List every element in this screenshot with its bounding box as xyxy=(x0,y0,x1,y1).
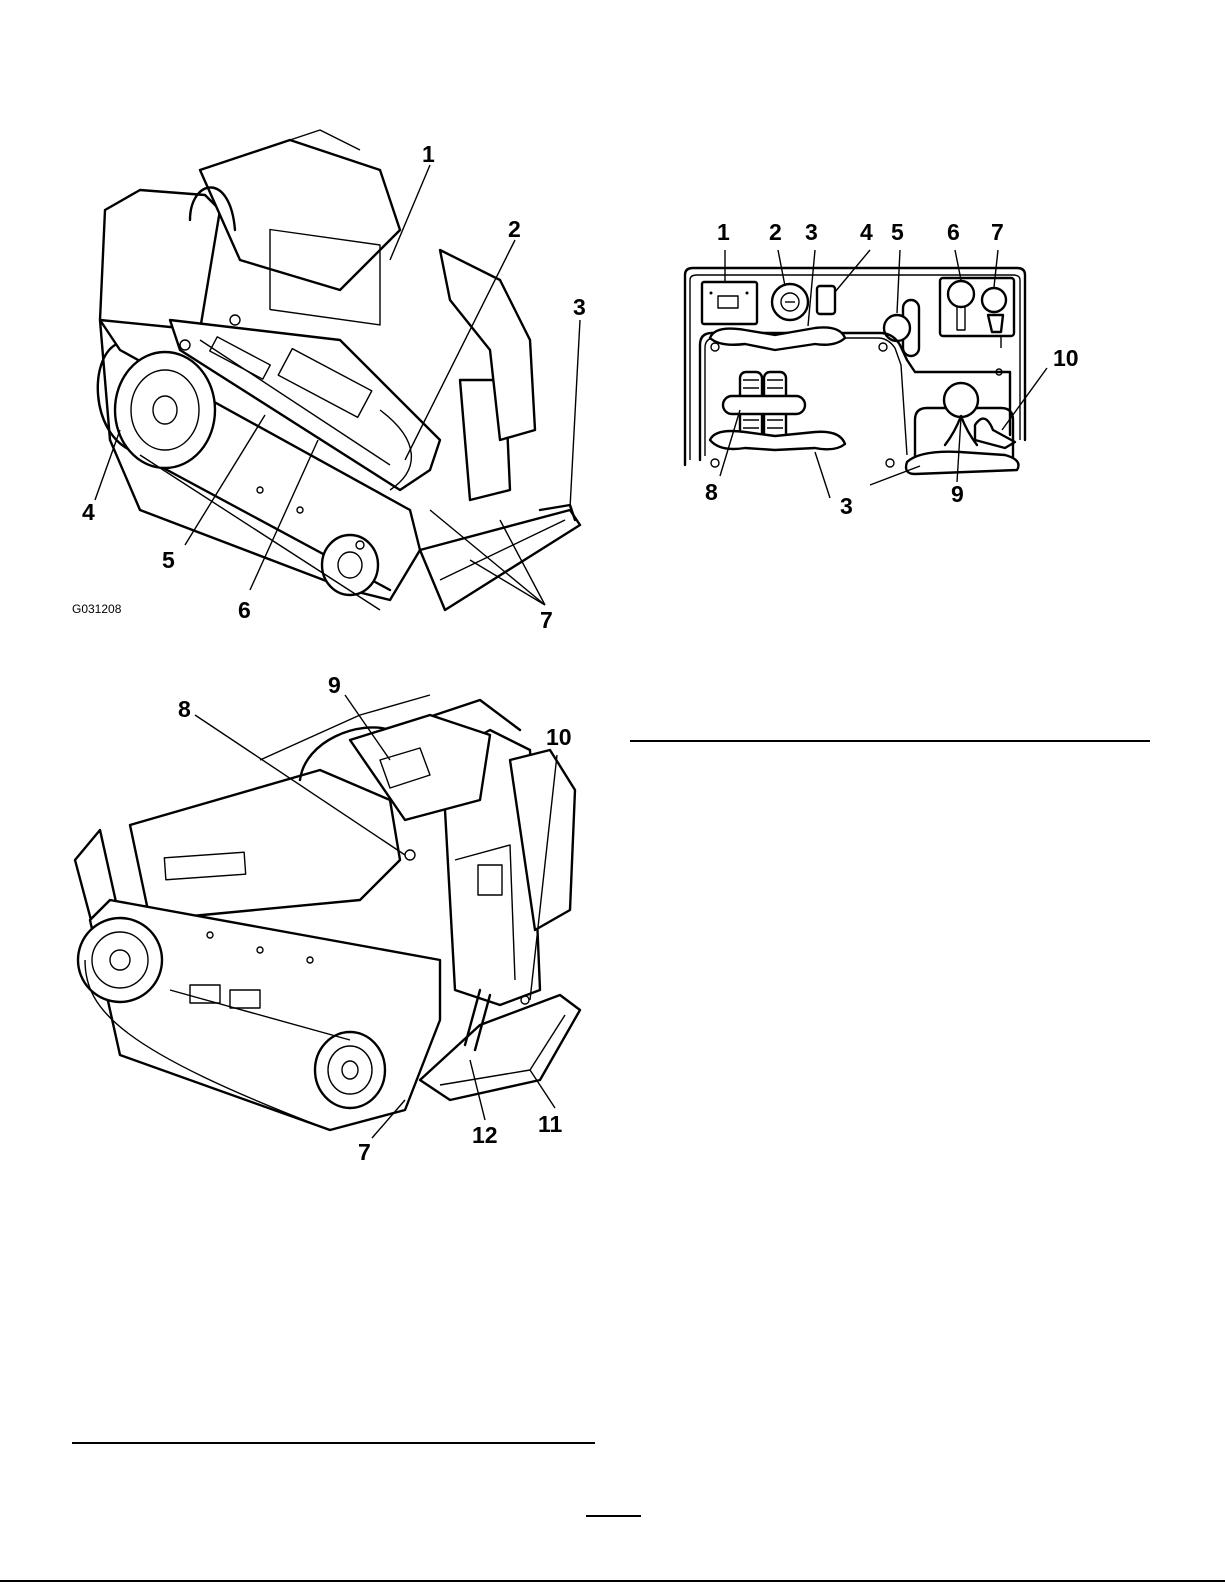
callout-8: 8 xyxy=(178,696,191,722)
section-rule-left xyxy=(72,1442,595,1444)
machine-rear-drawing xyxy=(75,695,580,1130)
panel-callout-5: 5 xyxy=(891,220,904,245)
section-rule-right xyxy=(630,740,1150,742)
panel-callout-7: 7 xyxy=(991,220,1004,245)
control-panel-illustration: 1 2 3 4 5 6 7 10 8 3 9 xyxy=(675,220,1115,520)
panel-callout-3: 3 xyxy=(805,220,818,245)
callout-6: 6 xyxy=(238,597,251,623)
footer-rule xyxy=(0,1580,1225,1582)
panel-callout-1: 1 xyxy=(717,220,730,245)
figure-code: G031208 xyxy=(72,602,122,616)
callout-5: 5 xyxy=(162,547,175,573)
callout-2: 2 xyxy=(508,216,521,242)
panel-callout-10: 10 xyxy=(1053,345,1079,371)
panel-callout-8: 8 xyxy=(705,479,718,505)
callout-11: 11 xyxy=(538,1111,563,1137)
callout-3: 3 xyxy=(573,294,586,320)
machine-front-drawing xyxy=(98,130,580,610)
panel-callout-9: 9 xyxy=(951,481,964,507)
machine-front-illustration: 1 2 3 4 5 6 7 G031208 xyxy=(60,110,620,635)
page-number-rule xyxy=(586,1515,641,1517)
panel-callout-3-lower: 3 xyxy=(840,493,853,519)
control-panel-drawing xyxy=(685,268,1025,474)
callout-7: 7 xyxy=(358,1139,371,1165)
panel-callout-2: 2 xyxy=(769,220,782,245)
callout-9: 9 xyxy=(328,672,341,698)
panel-callout-6: 6 xyxy=(947,220,960,245)
callout-4: 4 xyxy=(82,499,95,525)
callout-7: 7 xyxy=(540,607,553,633)
callout-10: 10 xyxy=(546,724,572,750)
machine-rear-illustration: 8 9 10 11 12 7 xyxy=(60,660,600,1170)
callout-12: 12 xyxy=(472,1122,498,1148)
callout-1: 1 xyxy=(422,141,435,167)
panel-callout-4: 4 xyxy=(860,220,873,245)
